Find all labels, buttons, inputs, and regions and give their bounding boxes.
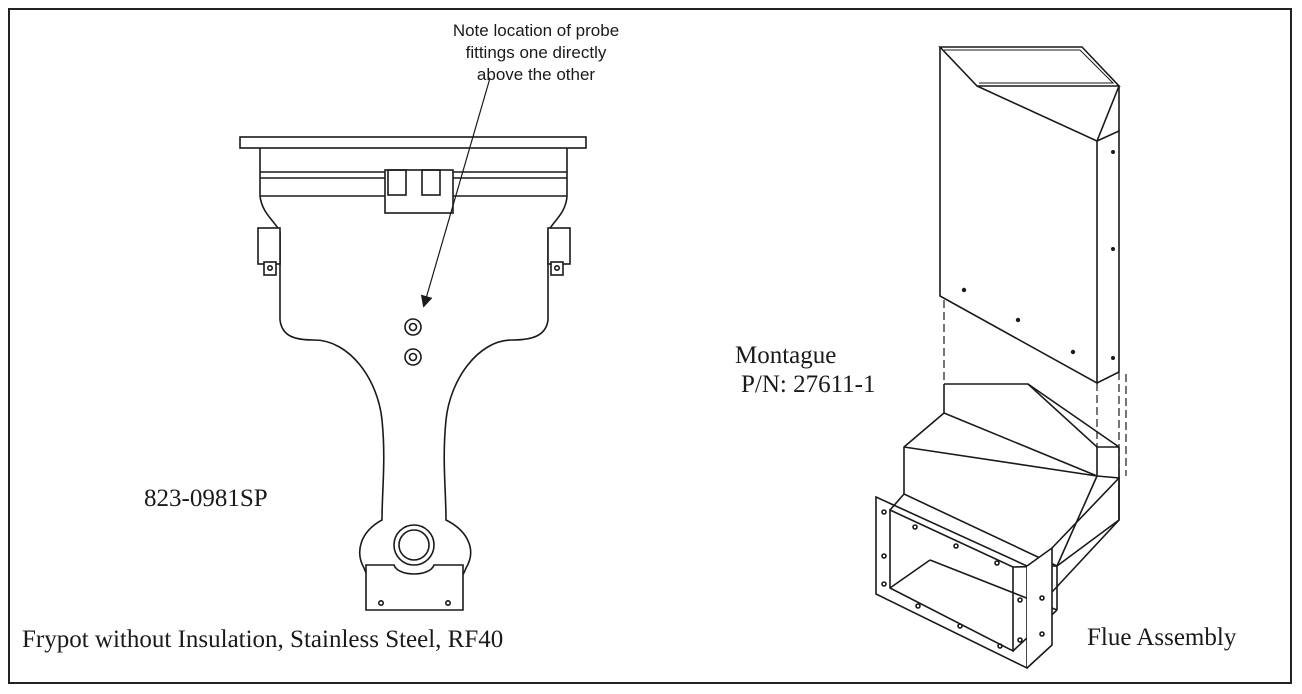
flue-drawing [875,46,1127,670]
flue-brand-label: Montague [735,342,837,369]
frypot-caption: Frypot without Insulation, Stainless Ste… [22,626,504,653]
flue-caption: Flue Assembly [1087,624,1237,651]
note-leader-arrow [420,77,491,308]
frypot-drawing [239,77,587,611]
frypot-right-tab [547,227,571,265]
probe-fittings [404,318,422,366]
frypot-part-number: 823-0981SP [144,485,268,512]
flue-part-number: P/N: 27611-1 [741,371,876,398]
frypot-body-outline [259,195,568,601]
frypot-top-flange [239,136,587,149]
note-line-2: fittings one directly [465,43,607,62]
frypot-center-bracket [384,169,454,214]
flue-lower-collar [944,383,1119,448]
note-line-3: above the other [476,65,596,84]
drain-mounting-plate [365,564,464,611]
drain-fitting [393,524,435,566]
probe-location-note: Note location of probe fittings one dire… [386,20,686,86]
flue-upper-stack-front [939,47,1098,385]
note-line-1: Note location of probe [452,21,620,40]
frypot-left-tab [257,227,281,265]
diagram-frame [8,8,1292,684]
flue-upper-stack-side [1096,129,1120,384]
